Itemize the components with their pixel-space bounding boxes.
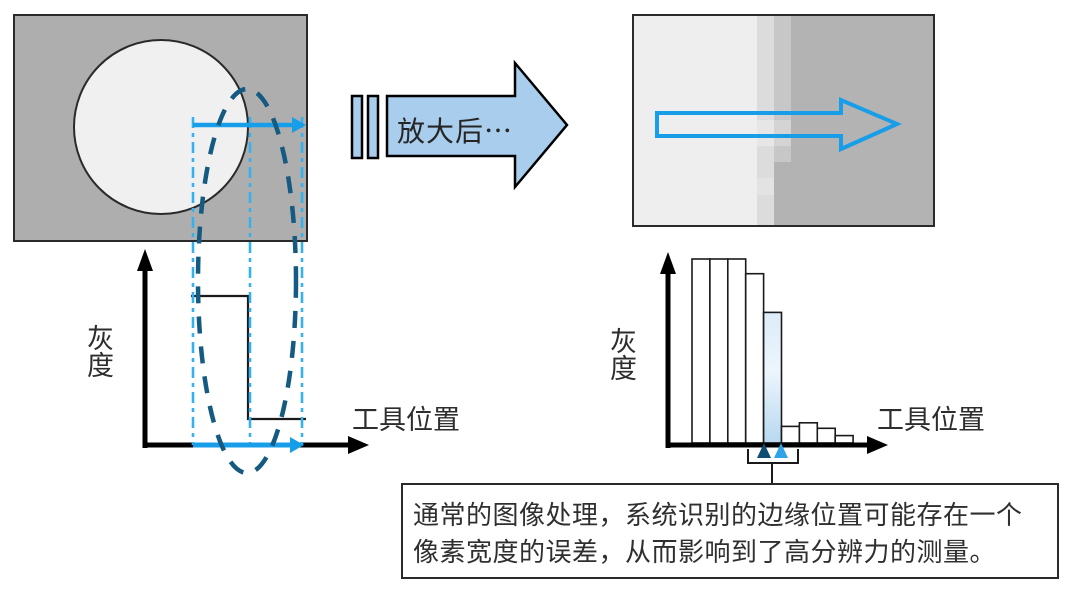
caption-box: 通常的图像处理，系统识别的边缘位置可能存在一个 像素宽度的误差，从而影响到了高分… [401, 483, 1059, 579]
pixel-bar [834, 434, 854, 444]
dark-region [791, 16, 933, 225]
pixel-bar [780, 425, 801, 444]
left-graph-y-label: 灰度 [83, 324, 113, 378]
left-y-axis-arrowhead [137, 249, 153, 271]
gray-level-bars [691, 258, 854, 444]
right-x-axis-arrowhead [867, 436, 888, 454]
right-graph [660, 252, 888, 484]
pixel-block [757, 120, 774, 146]
pixel-bar [709, 258, 729, 444]
edge-position-marker-dark [757, 443, 771, 458]
pixel-block [757, 178, 774, 195]
measured-range-arrowhead [290, 437, 304, 453]
error-bracket [747, 449, 799, 464]
pixel-bar [798, 421, 819, 444]
left-x-axis-arrowhead [348, 436, 369, 454]
workpiece-circle [73, 39, 249, 215]
magnify-arrow-bar [350, 94, 364, 160]
highlighted-pixel-bar [762, 311, 783, 444]
right-graph-x-label: 工具位置 [877, 405, 985, 435]
pixel-block [774, 120, 791, 146]
right-y-axis-arrowhead [660, 252, 676, 274]
pixel-block [774, 162, 791, 225]
pixel-bar [726, 258, 747, 444]
original-image [13, 14, 308, 242]
edge-position-marker-light [774, 443, 788, 458]
magnified-image [632, 14, 935, 227]
caption-line-2: 像素宽度的误差，从而影响到了高分辨力的测量。 [413, 537, 997, 567]
magnify-arrow-label: 放大后⋯ [397, 116, 514, 147]
left-graph-x-label: 工具位置 [352, 405, 460, 435]
pixel-bar [691, 258, 711, 444]
pixel-bar [816, 427, 836, 444]
magnify-arrow-bar [366, 94, 380, 160]
caption-line-1: 通常的图像处理，系统识别的边缘位置可能存在一个 [413, 500, 1023, 530]
right-graph-y-label: 灰度 [606, 327, 636, 381]
ideal-step-profile [191, 294, 306, 421]
pixel-bar [744, 272, 765, 444]
left-graph [137, 249, 369, 454]
